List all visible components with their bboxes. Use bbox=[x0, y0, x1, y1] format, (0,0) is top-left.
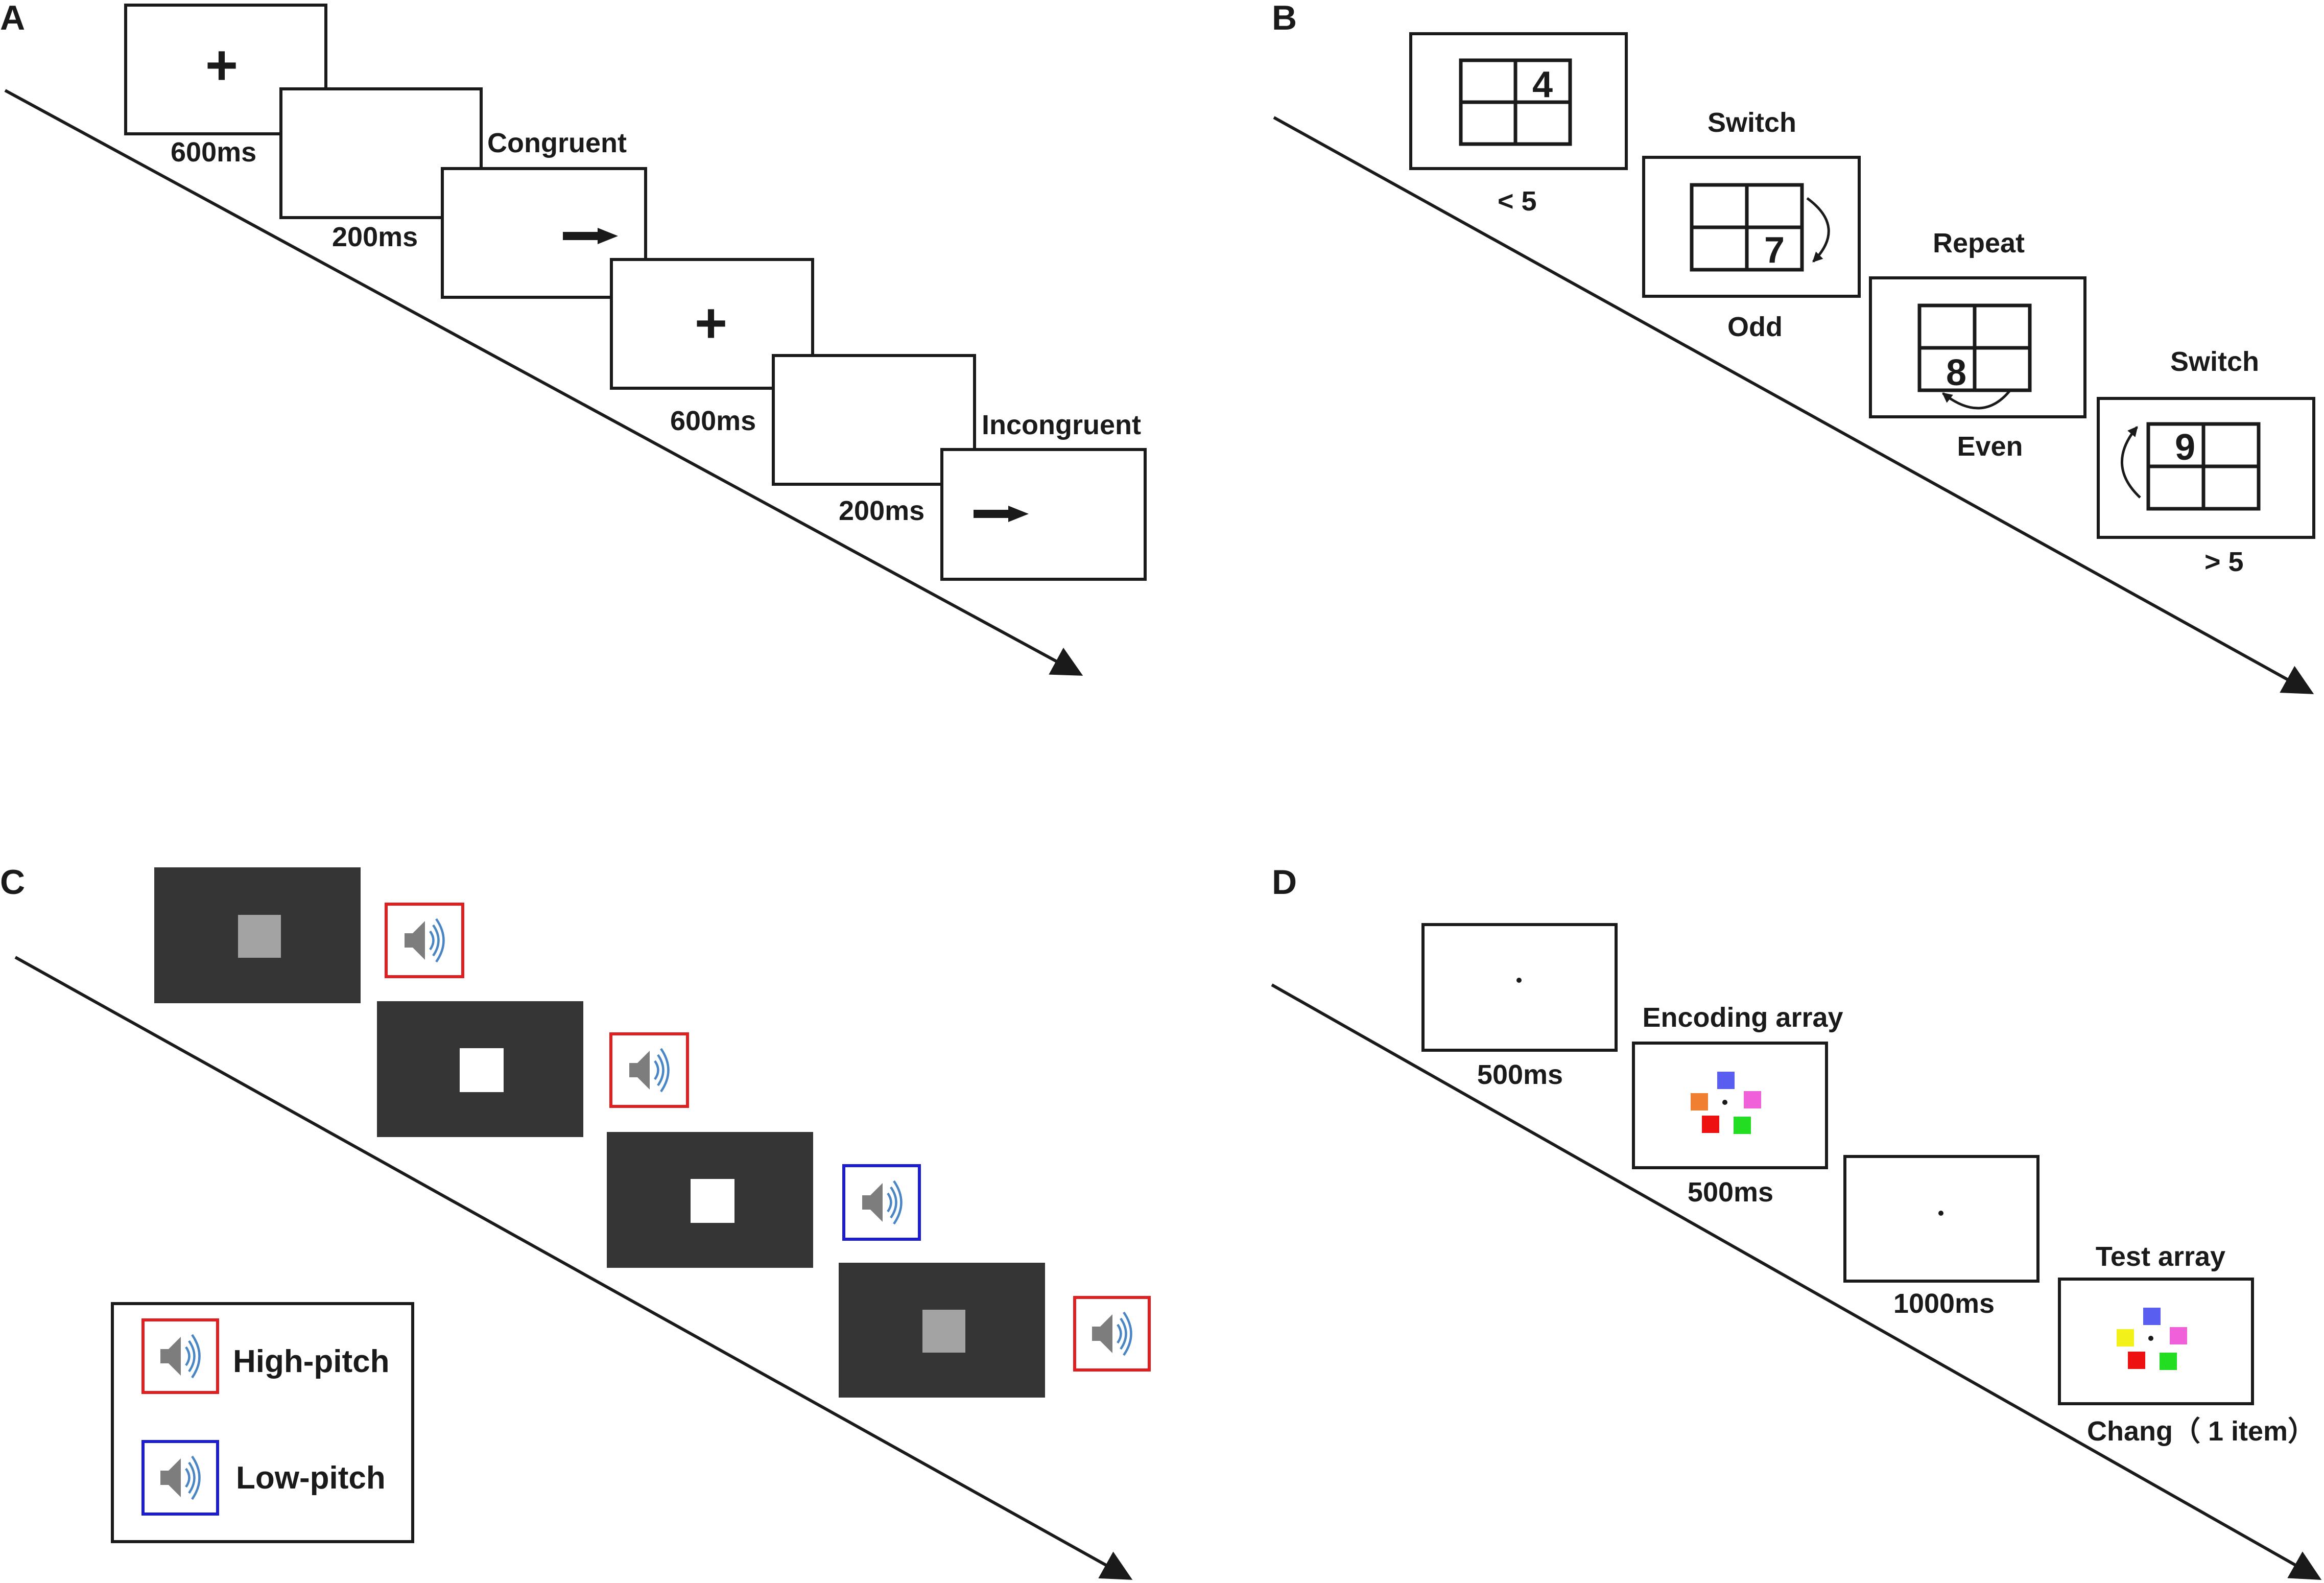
duration-label: 200ms bbox=[332, 222, 418, 252]
panel-d: D 500ms Encoding array 500ms 1000ms Test… bbox=[1271, 863, 2322, 1580]
array-label: Encoding array bbox=[1642, 1002, 1843, 1033]
incongruent-screen bbox=[940, 448, 1147, 581]
legend-high-label: High-pitch bbox=[233, 1344, 390, 1379]
rule-label: Odd bbox=[1727, 312, 1783, 342]
test-array-screen bbox=[2058, 1278, 2254, 1405]
panel-d-letter: D bbox=[1272, 863, 1297, 902]
low-pitch-tone bbox=[842, 1164, 921, 1241]
duration-label: 600ms bbox=[670, 406, 756, 436]
timeline-arrow bbox=[14, 956, 1133, 1580]
gray-square bbox=[922, 1310, 965, 1353]
fixation-dot bbox=[1516, 978, 1522, 983]
color-square bbox=[2170, 1327, 2187, 1344]
dark-screen bbox=[839, 1263, 1045, 1398]
fixation-cross: + bbox=[695, 292, 727, 355]
digit-stimulus: 4 bbox=[1532, 64, 1553, 105]
digit-screen: 4 bbox=[1409, 32, 1628, 170]
high-pitch-tone bbox=[609, 1032, 689, 1108]
blank-screen bbox=[772, 354, 976, 486]
digit-stimulus: 9 bbox=[2175, 427, 2195, 468]
encoding-array-screen bbox=[1632, 1042, 1828, 1169]
switch-arrow bbox=[2121, 426, 2141, 499]
panel-c-letter: C bbox=[0, 863, 25, 902]
legend: High-pitch Low-pitch bbox=[111, 1302, 414, 1543]
array-label: Test array bbox=[2096, 1241, 2225, 1272]
switch-arrow bbox=[1806, 197, 1830, 263]
color-square bbox=[2117, 1329, 2134, 1346]
panel-a: A + + 600ms 200ms 600ms 200ms C bbox=[0, 0, 1147, 676]
color-square bbox=[1717, 1072, 1735, 1089]
panel-b: B 4 < 5 Switch 7 Odd Repeat bbox=[1272, 0, 2315, 694]
fixation-dot bbox=[2148, 1336, 2153, 1341]
repeat-arrow bbox=[1942, 390, 2010, 410]
white-square bbox=[691, 1179, 734, 1223]
transition-label: Switch bbox=[1708, 107, 1796, 138]
panel-b-letter: B bbox=[1272, 0, 1297, 37]
white-square bbox=[460, 1048, 504, 1092]
panel-a-letter: A bbox=[0, 0, 25, 37]
gray-square bbox=[238, 915, 281, 958]
high-pitch-tone bbox=[1073, 1296, 1151, 1372]
change-note: Chang（ 1 item） bbox=[2087, 1416, 2315, 1447]
rule-label: Even bbox=[1957, 431, 2023, 462]
color-square bbox=[2128, 1352, 2145, 1369]
legend-low-label: Low-pitch bbox=[236, 1460, 386, 1496]
rule-label: < 5 bbox=[1498, 186, 1537, 217]
condition-label: Incongruent bbox=[982, 410, 1141, 440]
dark-screen bbox=[154, 867, 361, 1003]
digit-screen: 7 bbox=[1642, 156, 1861, 298]
color-square bbox=[1702, 1116, 1719, 1133]
transition-label: Switch bbox=[2170, 346, 2259, 377]
color-square bbox=[2160, 1353, 2177, 1370]
low-pitch-swatch bbox=[141, 1440, 219, 1516]
retention-screen bbox=[1843, 1155, 2040, 1283]
duration-label: 200ms bbox=[839, 495, 924, 526]
color-square bbox=[2143, 1308, 2161, 1325]
timeline-arrow bbox=[4, 89, 1083, 676]
duration-label: 1000ms bbox=[1893, 1288, 1995, 1319]
duration-label: 500ms bbox=[1477, 1059, 1563, 1090]
color-square bbox=[1691, 1093, 1708, 1111]
transition-label: Repeat bbox=[1933, 228, 2025, 258]
dark-screen bbox=[607, 1132, 813, 1268]
timeline-arrow bbox=[1273, 116, 2314, 694]
digit-screen: 8 bbox=[1869, 276, 2086, 418]
duration-label: 500ms bbox=[1688, 1177, 1773, 1208]
rule-label: > 5 bbox=[2204, 547, 2244, 577]
color-square bbox=[1744, 1091, 1761, 1108]
condition-label: Congruent bbox=[487, 128, 627, 158]
high-pitch-tone bbox=[385, 903, 464, 978]
color-square bbox=[1734, 1117, 1751, 1134]
fixation-dot bbox=[1938, 1211, 1943, 1216]
digit-screen: 9 bbox=[2097, 397, 2315, 539]
panel-c: C bbox=[0, 863, 1151, 1580]
timeline-arrow bbox=[1271, 983, 2322, 1580]
duration-label: 600ms bbox=[171, 137, 256, 168]
digit-stimulus: 8 bbox=[1946, 352, 1966, 393]
dark-screen bbox=[377, 1001, 583, 1137]
digit-stimulus: 7 bbox=[1764, 230, 1785, 271]
fixation-cross: + bbox=[205, 34, 238, 97]
fixation-dot bbox=[1722, 1100, 1727, 1105]
fixation-dot-screen bbox=[1421, 923, 1618, 1052]
